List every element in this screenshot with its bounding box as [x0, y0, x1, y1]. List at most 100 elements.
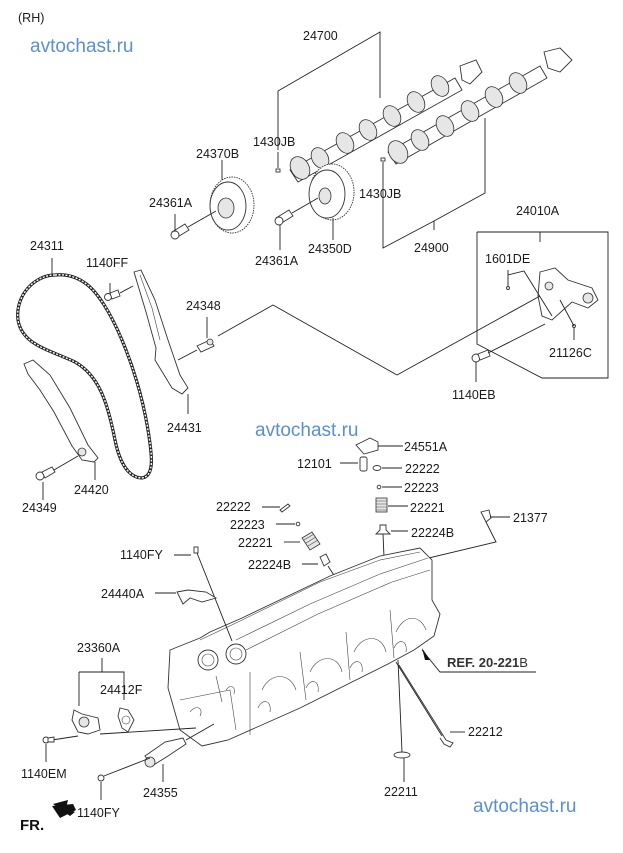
- lash-adjuster-12101[interactable]: [359, 456, 368, 472]
- leader-tensioner-bracket: [217, 295, 541, 376]
- reference-bold: REF. 20-221: [447, 655, 519, 670]
- sprocket-bolt-right[interactable]: [274, 209, 294, 226]
- valve-spring-left[interactable]: [301, 531, 321, 551]
- retainer-lock-right[interactable]: [372, 465, 382, 471]
- chain-guide-24420[interactable]: [23, 359, 99, 463]
- label-1140fy-top[interactable]: 1140FY: [120, 548, 164, 562]
- label-1140ff[interactable]: 1140FF: [86, 256, 129, 270]
- label-1601de[interactable]: 1601DE: [485, 252, 530, 266]
- label-1430jb-lower[interactable]: 1430JB: [359, 187, 401, 201]
- leader-23360a: [78, 658, 125, 706]
- guide-pivot-bolt-24349[interactable]: [35, 466, 56, 481]
- leader-24700: [277, 31, 381, 150]
- watermark-top: avtochast.ru: [30, 36, 134, 57]
- label-24311[interactable]: 24311: [30, 239, 64, 253]
- label-24440a[interactable]: 24440A: [101, 587, 145, 601]
- tensioner-arm-24431[interactable]: [133, 269, 189, 395]
- label-24551a[interactable]: 24551A: [404, 440, 448, 454]
- valve-spring-right[interactable]: [375, 497, 388, 513]
- label-22223-left[interactable]: 22223: [230, 518, 265, 532]
- pin-1601de[interactable]: [506, 286, 510, 290]
- tensioner-bolt-24348[interactable]: [196, 338, 215, 353]
- ocv-23360a[interactable]: [71, 709, 101, 735]
- watermark-bottom: avtochast.ru: [473, 796, 577, 817]
- label-24412f[interactable]: 24412F: [100, 683, 143, 697]
- retainer-lock-left[interactable]: [279, 503, 291, 513]
- label-21126c[interactable]: 21126C: [549, 346, 592, 360]
- leader-ocv-mount: [51, 727, 197, 741]
- camshaft-upper[interactable]: [286, 59, 483, 183]
- label-22211[interactable]: 22211: [384, 785, 418, 799]
- leader-1140eb: [475, 323, 546, 382]
- sprocket-bolt-left[interactable]: [170, 223, 190, 240]
- label-24700[interactable]: 24700: [303, 29, 338, 43]
- leader-24361a-right: [279, 197, 319, 250]
- cam-sprocket-24350d[interactable]: [308, 163, 355, 221]
- label-1140eb[interactable]: 1140EB: [452, 388, 496, 402]
- cylinder-head[interactable]: [167, 547, 441, 747]
- intake-valve-22212[interactable]: [395, 661, 454, 748]
- label-22224b-right[interactable]: 22224B: [411, 526, 454, 540]
- label-22221-left[interactable]: 22221: [238, 536, 273, 550]
- retainer-left[interactable]: [295, 521, 301, 527]
- reference-label[interactable]: REF. 20-221B: [447, 655, 528, 670]
- leader-1140fy-bottom: [100, 757, 151, 800]
- ocv-gasket-24412f[interactable]: [117, 707, 135, 733]
- label-22212[interactable]: 22212: [468, 725, 503, 739]
- label-22222-left[interactable]: 22222: [216, 500, 251, 514]
- leader-21126c: [559, 299, 575, 340]
- leader-24349: [42, 455, 79, 500]
- label-22221-right[interactable]: 22221: [410, 501, 445, 515]
- camshaft-lower[interactable]: [384, 47, 573, 167]
- label-22222-right[interactable]: 22222: [405, 462, 440, 476]
- cam-sprocket-24370b[interactable]: [209, 176, 255, 234]
- exhaust-valve-22211[interactable]: [393, 659, 411, 759]
- front-arrow-body: [52, 804, 76, 818]
- filter-bolt-1140fy[interactable]: [97, 774, 105, 782]
- label-21377[interactable]: 21377: [513, 511, 548, 525]
- label-12101[interactable]: 12101: [297, 457, 332, 471]
- label-1140fy-bottom[interactable]: 1140FY: [77, 806, 121, 820]
- rocker-arm-24551a[interactable]: [355, 437, 379, 455]
- ocv-bolt-1140em[interactable]: [42, 736, 55, 744]
- guide-bolt-1140ff[interactable]: [104, 289, 121, 301]
- label-24420[interactable]: 24420: [74, 483, 109, 497]
- leader-1140ff: [109, 283, 134, 294]
- label-24370b[interactable]: 24370B: [196, 147, 239, 161]
- label-24349[interactable]: 24349: [22, 501, 57, 515]
- leader-24348: [177, 317, 208, 361]
- label-24348[interactable]: 24348: [186, 299, 221, 313]
- watermark-middle: avtochast.ru: [255, 420, 359, 441]
- timing-chain-24311[interactable]: [16, 273, 153, 480]
- bracket-bolt-1140eb[interactable]: [471, 349, 491, 363]
- hanger-bolt-1140fy[interactable]: [193, 546, 199, 554]
- label-1140em[interactable]: 1140EM: [21, 767, 67, 781]
- label-1430jb-upper[interactable]: 1430JB: [253, 135, 295, 149]
- label-24010a[interactable]: 24010A: [516, 204, 560, 218]
- label-24350d[interactable]: 24350D: [308, 242, 352, 256]
- label-24361a-right[interactable]: 24361A: [255, 254, 299, 268]
- label-22223-right[interactable]: 22223: [404, 481, 439, 495]
- leader-24355: [162, 723, 215, 782]
- label-24355[interactable]: 24355: [143, 786, 178, 800]
- dowel-pin-lower[interactable]: [380, 157, 386, 162]
- reference-suffix: B: [519, 655, 528, 670]
- leader-1601de: [507, 270, 553, 317]
- label-22224b-left[interactable]: 22224B: [248, 558, 291, 572]
- label-24900[interactable]: 24900: [414, 241, 449, 255]
- stem-seal-left[interactable]: [319, 553, 331, 567]
- stem-seal-right[interactable]: [374, 524, 392, 535]
- dowel-pin-upper[interactable]: [275, 168, 281, 173]
- bracket-24010a[interactable]: [537, 267, 599, 321]
- retainer-right[interactable]: [376, 484, 382, 490]
- reference-arrow-icon: [422, 648, 430, 660]
- label-24431[interactable]: 24431: [167, 421, 202, 435]
- label-24361a-left[interactable]: 24361A: [149, 196, 193, 210]
- side-label: (RH): [18, 11, 44, 25]
- label-23360a[interactable]: 23360A: [77, 641, 121, 655]
- plug-21377[interactable]: [480, 509, 492, 523]
- engine-hanger-24440a[interactable]: [176, 589, 218, 605]
- ocv-filter-24355[interactable]: [144, 737, 187, 768]
